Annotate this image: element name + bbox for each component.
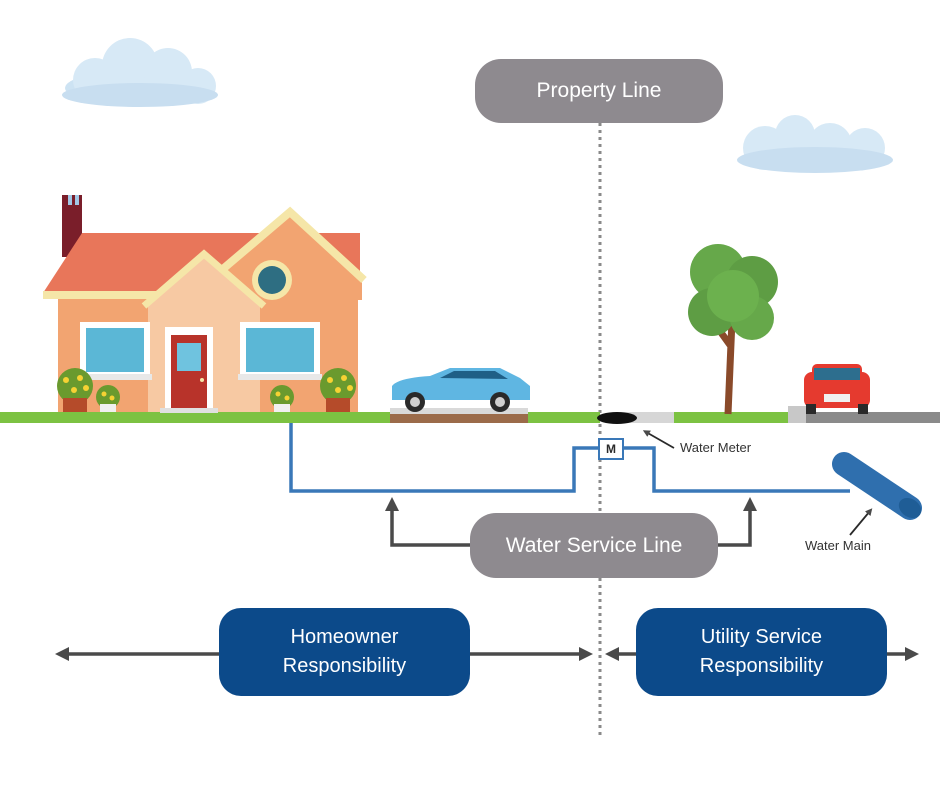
car-blue-icon: [392, 368, 530, 412]
water-main-pipe-icon: [832, 452, 922, 520]
water-service-line-label: Water Service Line: [470, 513, 718, 578]
curb: [788, 406, 806, 423]
service-pipe-homeowner: [289, 423, 598, 493]
utility-responsibility-label: Utility Service Responsibility: [636, 608, 887, 696]
house-icon: [43, 195, 367, 413]
water-meter-box: [598, 438, 624, 460]
meter-pit-lid: [597, 412, 637, 424]
service-line-arrow-left: [385, 497, 470, 547]
property-line-label: Property Line: [475, 59, 723, 123]
water-main-label: Water Main: [805, 538, 871, 553]
road: [806, 412, 940, 423]
grass-ground-right: [674, 412, 790, 423]
driveway: [390, 412, 528, 423]
grass-ground: [0, 412, 600, 423]
service-pipe-utility: [624, 446, 850, 493]
homeowner-responsibility-label: Homeowner Responsibility: [219, 608, 470, 696]
meter-symbol: M: [606, 442, 616, 456]
sidewalk: [620, 412, 674, 423]
utility-label-line2: Responsibility: [699, 655, 824, 677]
water-meter-label: Water Meter: [680, 440, 752, 455]
water-meter-pointer: [642, 430, 675, 449]
homeowner-label-line1: Homeowner: [290, 626, 399, 648]
service-line-arrow-right: [718, 497, 757, 547]
utility-label-line1: Utility Service: [700, 626, 823, 648]
cloud-left-icon: [62, 38, 218, 107]
tree-icon: [688, 244, 778, 415]
car-red-icon: [804, 364, 870, 414]
water-main-pointer: [849, 508, 873, 536]
cloud-right-icon: [737, 115, 893, 173]
homeowner-label-line2: Responsibility: [282, 655, 407, 677]
